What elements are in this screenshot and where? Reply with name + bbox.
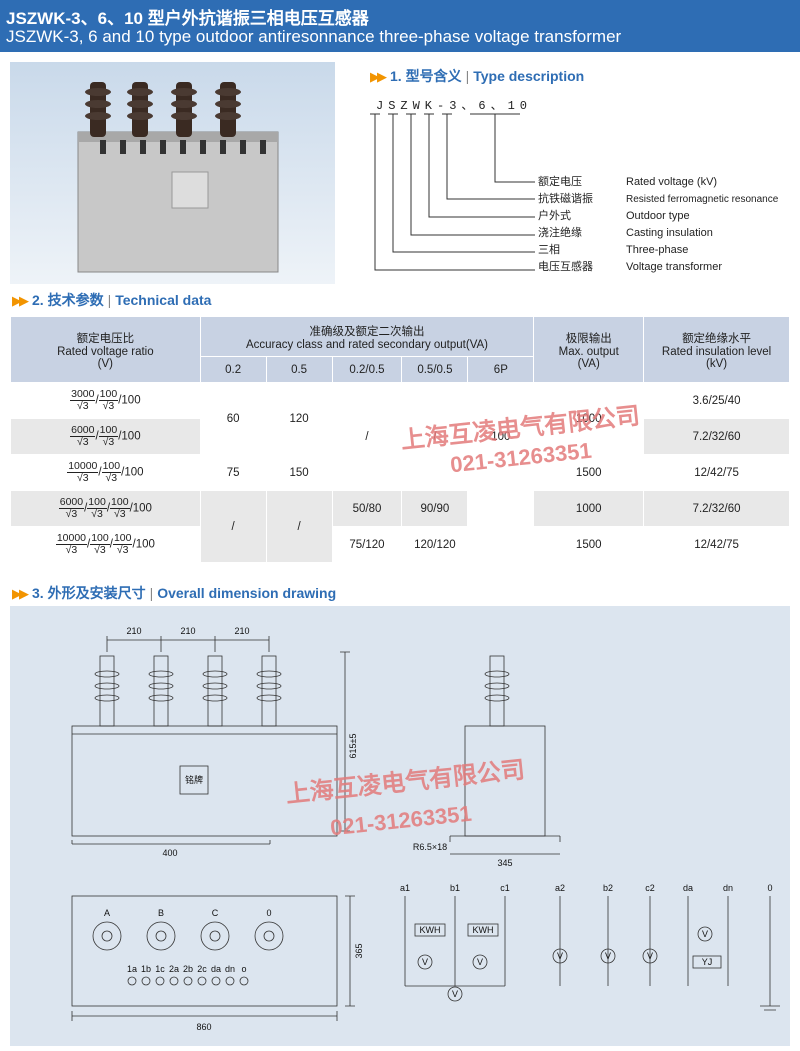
nameplate-label: 铭牌 (185, 774, 203, 785)
transformer-illustration (77, 82, 279, 273)
svg-text:V: V (422, 957, 428, 967)
class-0.2-0.5: 0.2/0.5 (331, 356, 403, 383)
svg-text:V: V (452, 989, 458, 999)
svg-text:1a: 1a (127, 964, 137, 974)
title-en: JSZWK-3, 6 and 10 type outdoor antireson… (6, 27, 622, 46)
dim-210-b: 210 (180, 626, 195, 636)
svg-text:1b: 1b (141, 964, 151, 974)
table-row: 3000√3/100√3/100 60 120 / / 100 1000 3.6… (10, 382, 790, 491)
svg-text:B: B (158, 908, 164, 918)
svg-text:2b: 2b (183, 964, 193, 974)
dimension-drawing: 210 210 210 615±5 铭牌 400 R6.5×18 345 A B… (71, 626, 780, 1032)
dim-400: 400 (162, 848, 177, 858)
svg-text:V: V (647, 951, 653, 961)
type-code-leader-lines (370, 113, 535, 271)
type-code: JSZWK-3、6、10 (376, 99, 533, 113)
class-0.2: 0.2 (199, 356, 267, 383)
svg-text:a1: a1 (400, 883, 410, 893)
svg-text:b2: b2 (603, 883, 613, 893)
dim-210-a: 210 (126, 626, 141, 636)
svg-text:da: da (683, 883, 693, 893)
svg-text:o: o (241, 964, 246, 974)
title-cn: JSZWK-3、6、10 型户外抗谐振三相电压互感器 (6, 9, 369, 28)
svg-text:a2: a2 (555, 883, 565, 893)
svg-text:dn: dn (723, 883, 733, 893)
svg-text:1c: 1c (155, 964, 165, 974)
page-header: JSZWK-3、6、10 型户外抗谐振三相电压互感器 JSZWK-3, 6 an… (0, 0, 800, 52)
class-0.5-0.5: 0.5/0.5 (401, 356, 469, 383)
table-row: 10000√3/100√3/100√3/100 75/120 120/120 1… (10, 526, 790, 563)
section-technical-data: ▶▶2. 技术参数|Technical data (12, 292, 212, 308)
svg-text:KWH: KWH (420, 925, 441, 935)
svg-text:c2: c2 (645, 883, 655, 893)
svg-text:C: C (212, 908, 219, 918)
table-row: 6000√3/100√3/100√3/100 / / 50/80 90/90 1… (10, 490, 790, 563)
dim-345: 345 (497, 858, 512, 868)
svg-text:c1: c1 (500, 883, 510, 893)
svg-text:2c: 2c (197, 964, 207, 974)
section-dimension-drawing: ▶▶3. 外形及安装尺寸|Overall dimension drawing (12, 585, 337, 601)
arrow-icon: ▶▶ (370, 69, 387, 84)
svg-text:A: A (104, 908, 110, 918)
dimension-drawing-panel: 210 210 210 615±5 铭牌 400 R6.5×18 345 A B… (10, 606, 790, 1046)
svg-text:da: da (211, 964, 221, 974)
svg-text:b1: b1 (450, 883, 460, 893)
svg-text:0: 0 (266, 908, 271, 918)
arrow-icon: ▶▶ (12, 293, 29, 308)
arrow-icon: ▶▶ (12, 586, 29, 601)
dim-615: 615±5 (348, 734, 358, 759)
dim-210-c: 210 (234, 626, 249, 636)
svg-text:0: 0 (767, 883, 772, 893)
class-0.5: 0.5 (265, 356, 333, 383)
product-photo (10, 62, 335, 284)
svg-text:V: V (557, 951, 563, 961)
svg-text:YJ: YJ (702, 957, 713, 967)
type-labels-cn: 额定电压 抗铁磁谐振 户外式 浇注绝缘 三相 电压互感器 (538, 176, 593, 273)
type-labels-en: Rated voltage (kV) Resisted ferromagneti… (626, 176, 779, 273)
svg-text:V: V (605, 951, 611, 961)
dim-hole: R6.5×18 (413, 842, 447, 852)
svg-text:2a: 2a (169, 964, 179, 974)
svg-text:KWH: KWH (473, 925, 494, 935)
svg-text:V: V (477, 957, 483, 967)
section-type-description: ▶▶1. 型号含义|Type description (370, 68, 585, 84)
svg-text:dn: dn (225, 964, 235, 974)
svg-text:V: V (702, 929, 708, 939)
dim-365: 365 (354, 943, 364, 958)
class-6p: 6P (467, 356, 535, 383)
dim-860: 860 (196, 1022, 211, 1032)
